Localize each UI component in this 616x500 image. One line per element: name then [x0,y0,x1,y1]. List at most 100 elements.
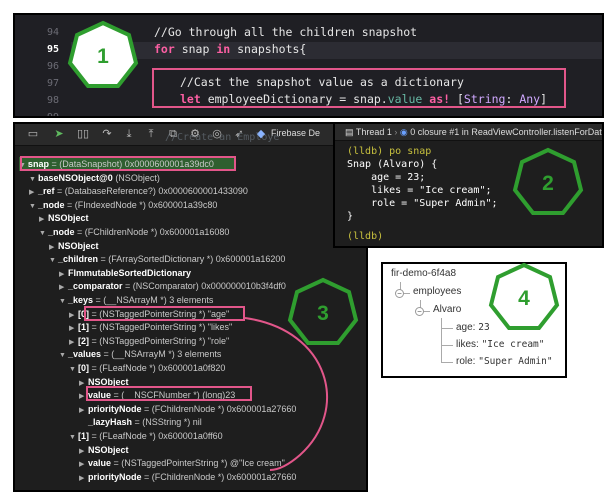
variable-row[interactable]: ▶ NSObject [79,375,129,389]
disclosure-triangle-icon[interactable]: ▼ [29,202,36,210]
database-root[interactable]: fir-demo-6f4a8 [391,268,457,279]
environment-icon[interactable]: ◎ [212,128,222,140]
variable-value: = (DatabaseReference?) 0x000060000143309… [54,186,248,197]
disclosure-triangle-icon[interactable]: ▶ [79,379,85,387]
variable-name: [2] [78,335,89,346]
variable-row[interactable]: _lazyHash = (NSString *) nil [79,415,202,429]
variable-row[interactable]: ▶ FImmutableSortedDictionary [59,266,191,280]
variable-name: snap [28,159,50,169]
variable-value: = (FIndexedNode *) 0x600001a39c80 [64,199,218,210]
step-badge-2: 2 [511,147,585,221]
collapse-icon[interactable]: − [415,307,424,316]
variable-value: = (NSComparator) 0x000000010b3f4df0 [122,281,286,292]
variable-row[interactable]: ▼ [1] = (FLeafNode *) 0x600001a0ff60 [69,429,223,443]
disclosure-triangle-icon[interactable]: ▼ [69,434,76,441]
console-line: Snap (Alvaro) { [347,159,438,170]
disclosure-triangle-icon[interactable]: ▼ [59,298,66,305]
variable-name: NSObject [48,213,89,224]
variable-name: [0] [78,363,89,373]
variable-value: = (NSString *) nil [132,417,202,428]
line-number-gutter: 94 95 96 97 98 99 [15,15,71,116]
variable-name: [1] [78,322,89,333]
variable-row[interactable]: ▶ [1] = (NSTaggedPointerString *) "likes… [69,320,232,334]
disclosure-triangle-icon[interactable]: ▼ [49,257,56,265]
hide-console-icon[interactable]: ▭ [27,128,39,140]
console-prompt[interactable]: (lldb) [347,231,384,242]
view-hierarchy-icon[interactable]: ⧉ [169,128,177,140]
console-line: likes = "Ice cream"; [347,185,492,196]
variable-row[interactable]: ▶ _comparator = (NSComparator) 0x0000000… [59,279,286,293]
step-over-icon[interactable]: ↷ [102,128,112,140]
node-alvaro[interactable]: Alvaro [433,304,462,315]
variable-row[interactable]: ▼ _keys = (__NSArrayM *) 3 elements [59,293,213,307]
variable-row[interactable]: ▶ NSObject [49,239,99,253]
variable-row[interactable]: ▶ _ref = (DatabaseReference?) 0x00006000… [29,184,248,198]
disclosure-triangle-icon[interactable]: ▶ [59,270,65,278]
console-line: (lldb) po snap [347,146,432,157]
step-badge-4: 4 [487,262,561,336]
disclosure-triangle-icon[interactable]: ▼ [29,175,36,183]
disclosure-triangle-icon[interactable]: ▼ L [19,162,32,169]
step-out-icon[interactable]: ⤒ [148,128,154,140]
disclosure-triangle-icon[interactable]: ▶ [29,189,35,197]
location-icon[interactable]: ➶ [234,128,244,140]
variable-name: _comparator [68,281,123,292]
breakpoint-toggle-icon[interactable]: ➤ [54,128,64,140]
disclosure-triangle-icon[interactable]: ▶ [39,216,45,224]
variable-row[interactable]: ▼ baseNSObject@0 (NSObject) [29,171,160,185]
field-age[interactable]: age: 23 [456,322,490,333]
thread-label[interactable]: Thread 1 [355,127,392,137]
memory-graph-icon[interactable]: ⚙ [190,128,200,140]
variable-row[interactable]: ▼ _node = (FIndexedNode *) 0x600001a39c8… [29,198,217,212]
disclosure-triangle-icon[interactable]: ▶ [69,325,75,333]
variable-value: = (NSTaggedPointerString *) "age" [89,308,230,319]
step-badge-1: 1 [66,20,140,94]
disclosure-triangle-icon[interactable]: ▼ [59,352,66,360]
disclosure-triangle-icon[interactable]: ▼ [69,366,76,373]
debug-toolbar: ▭ ➤ ▯▯ ↷ ⤓ ⤒ ⧉ ⚙ ◎ ➶ ◆ Firebase De [15,124,366,146]
frame-icon: ◉ [399,127,408,137]
variable-value: = (FChildrenNode *) 0x600001a16080 [74,227,230,237]
variable-value: = (FArraySortedDictionary *) 0x600001a16… [98,254,286,265]
variable-row[interactable]: ▶ NSObject [39,211,89,225]
variable-name: [0] [78,308,89,319]
code-line-for-loop[interactable]: for snap in snapshots{ [154,42,307,56]
disclosure-triangle-icon[interactable]: ▶ [79,393,85,401]
thread-icon: ▤ [345,127,354,137]
variable-row[interactable]: ▶ priorityNode = (FChildrenNode *) 0x600… [79,402,296,416]
code-line-cast[interactable]: let employeeDictionary = snap.value as! … [180,92,548,106]
variable-row[interactable]: ▼ _values = (__NSArrayM *) 3 elements [59,347,221,361]
disclosure-triangle-icon[interactable]: ▶ [79,447,85,455]
disclosure-triangle-icon[interactable]: ▶ [79,474,85,482]
variable-value: = (NSTaggedPointerString *) @"Ice cream" [111,458,285,469]
variable-row[interactable]: ▶ value = (__NSCFNumber *) (long)23 [79,388,235,402]
node-employees[interactable]: employees [413,286,462,297]
console-line: age = 23; [347,172,426,183]
disclosure-triangle-icon[interactable]: ▶ [69,338,75,346]
scheme-label[interactable]: Firebase De [271,128,321,138]
frame-label[interactable]: 0 closure #1 in ReadViewController.liste… [410,127,604,137]
pause-icon[interactable]: ▯▯ [76,128,90,140]
variable-row[interactable]: ▶ priorityNode = (FChildrenNode *) 0x600… [79,470,296,484]
disclosure-triangle-icon[interactable]: ▶ [49,243,55,251]
variable-row[interactable]: ▼ _children = (FArraySortedDictionary *)… [49,252,285,266]
variable-row[interactable]: ▶ [2] = (NSTaggedPointerString *) "role" [69,334,229,348]
variable-name: NSObject [88,376,129,387]
field-likes[interactable]: likes: "Ice cream" [456,339,545,350]
disclosure-triangle-icon[interactable]: ▼ [39,230,46,237]
variable-row[interactable]: ▶ value = (NSTaggedPointerString *) @"Ic… [79,456,285,470]
variable-name: _node [48,227,75,237]
step-in-icon[interactable]: ⤓ [126,128,132,140]
variable-row[interactable]: ▶ NSObject [79,443,129,457]
collapse-icon[interactable]: − [395,289,404,298]
disclosure-triangle-icon[interactable]: ▶ [79,406,85,414]
variable-row[interactable]: ▼ [0] = (FLeafNode *) 0x600001a0f820 [69,361,225,375]
variable-row[interactable]: ▼ L snap = (DataSnapshot) 0x0000600001a3… [19,157,234,171]
disclosure-triangle-icon[interactable]: ▶ [59,284,65,292]
variable-value: = (__NSCFNumber *) (long)23 [111,390,236,401]
variable-row[interactable]: ▶ [0] = (NSTaggedPointerString *) "age" [69,307,229,321]
disclosure-triangle-icon[interactable]: ▶ [69,311,75,319]
disclosure-triangle-icon[interactable]: ▶ [79,461,85,469]
field-role[interactable]: role: "Super Admin" [456,356,553,367]
variable-row[interactable]: ▼ _node = (FChildrenNode *) 0x600001a160… [39,225,229,239]
